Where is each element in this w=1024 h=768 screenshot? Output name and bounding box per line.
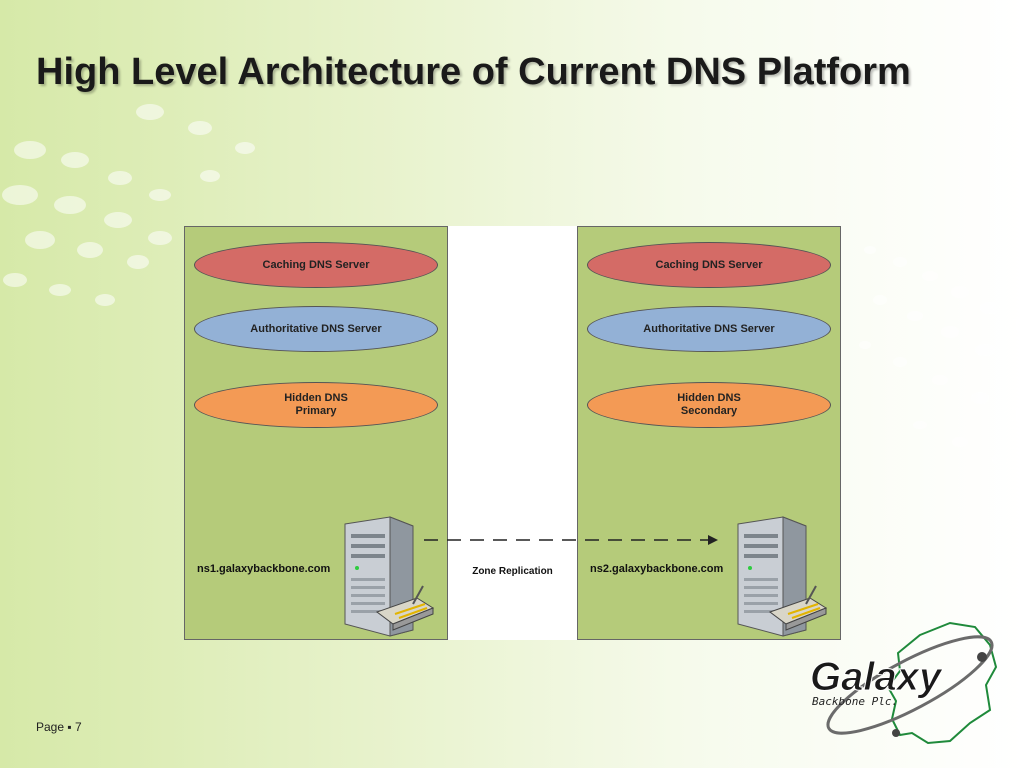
page-footer: Page ▪ 7	[36, 720, 82, 734]
caching-dns-server-secondary-node: Caching DNS Server	[587, 242, 831, 288]
authoritative-dns-server-primary-node: Authoritative DNS Server	[194, 306, 438, 352]
page-separator-bullet: ▪	[67, 720, 72, 734]
ns2-hostname-label: ns2.galaxybackbone.com	[590, 563, 724, 575]
server-tower-icon	[344, 516, 435, 637]
authoritative-dns-server-secondary-node: Authoritative DNS Server	[587, 306, 831, 352]
hidden-dns-primary-node: Hidden DNS Primary	[194, 382, 438, 428]
zone-replication-label: Zone Replication	[472, 566, 553, 577]
zone-replication-arrow	[424, 535, 718, 545]
page-label: Page	[36, 720, 65, 734]
galaxy-backbone-logo: Galaxy Backbone Plc.	[810, 621, 998, 745]
replication-gap	[448, 226, 577, 640]
server-tower-icon	[737, 516, 828, 637]
left-site-panel: Caching DNS Server Authoritative DNS Ser…	[184, 226, 448, 640]
ns1-hostname-label: ns1.galaxybackbone.com	[197, 563, 331, 575]
logo-tagline: Backbone Plc.	[812, 695, 898, 708]
logo-wordmark: Galaxy	[810, 655, 943, 699]
hidden-dns-secondary-node: Hidden DNS Secondary	[587, 382, 831, 428]
right-site-panel: Caching DNS Server Authoritative DNS Ser…	[577, 226, 841, 640]
slide-title: High Level Architecture of Current DNS P…	[36, 51, 911, 93]
caching-dns-server-primary-node: Caching DNS Server	[194, 242, 438, 288]
page-number: 7	[74, 720, 82, 734]
